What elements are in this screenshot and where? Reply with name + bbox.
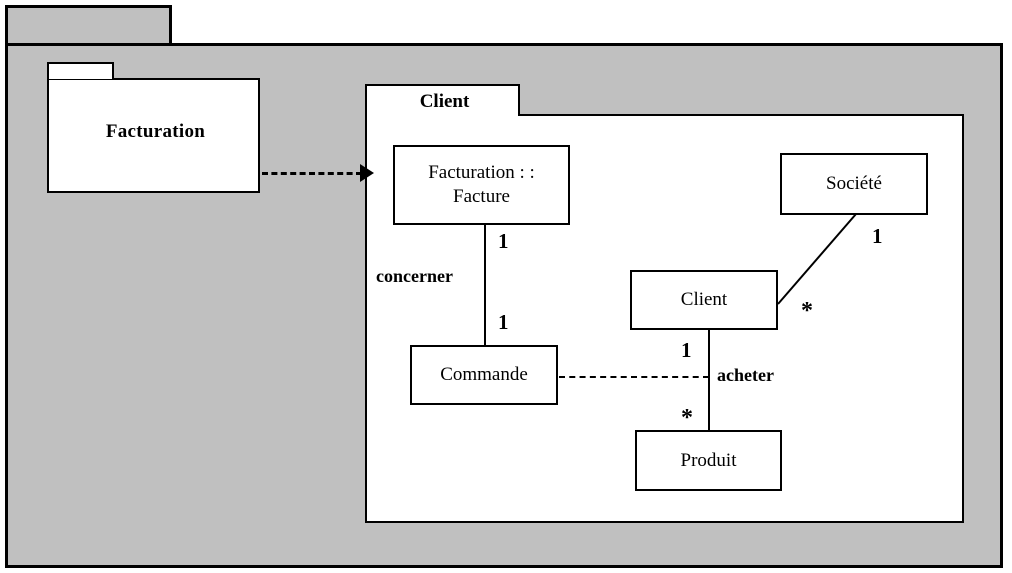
class-box-produit[interactable]: Produit xyxy=(635,430,782,491)
class-name-societe: Société xyxy=(826,173,882,195)
association-line-concerner xyxy=(484,224,486,347)
class-name-commande: Commande xyxy=(440,364,528,386)
class-name-facture: Facture xyxy=(453,186,510,207)
multiplicity-produit-star: * xyxy=(681,405,693,431)
association-label-acheter: acheter xyxy=(717,365,774,385)
multiplicity-facture: 1 xyxy=(498,229,509,253)
dependency-line-facturation-client xyxy=(262,172,362,175)
multiplicity-client-star: * xyxy=(801,298,813,324)
class-name-produit: Produit xyxy=(680,449,737,471)
package-body-facturation[interactable]: Facturation xyxy=(47,78,260,193)
package-label-client: Client xyxy=(419,91,470,112)
class-box-facture[interactable]: Facturation : : Facture xyxy=(393,145,570,225)
dependency-arrowhead-icon xyxy=(360,164,374,182)
dependency-line-commande-acheter xyxy=(559,376,709,378)
package-tab-client[interactable]: Client xyxy=(365,84,520,116)
package-label-facturation: Facturation xyxy=(105,121,206,142)
outer-package-tab xyxy=(5,5,172,45)
multiplicity-commande: 1 xyxy=(498,310,509,334)
package-tab-facturation[interactable] xyxy=(47,62,114,79)
multiplicity-client-one: 1 xyxy=(681,338,692,362)
class-name-facture-qualifier: Facturation : : xyxy=(428,162,535,184)
multiplicity-societe: 1 xyxy=(872,224,883,248)
association-label-concerner: concerner xyxy=(376,266,453,286)
class-box-societe[interactable]: Société xyxy=(780,153,928,215)
class-box-commande[interactable]: Commande xyxy=(410,345,558,405)
class-box-client[interactable]: Client xyxy=(630,270,778,330)
class-name-client: Client xyxy=(680,289,728,311)
association-line-acheter xyxy=(708,329,710,431)
